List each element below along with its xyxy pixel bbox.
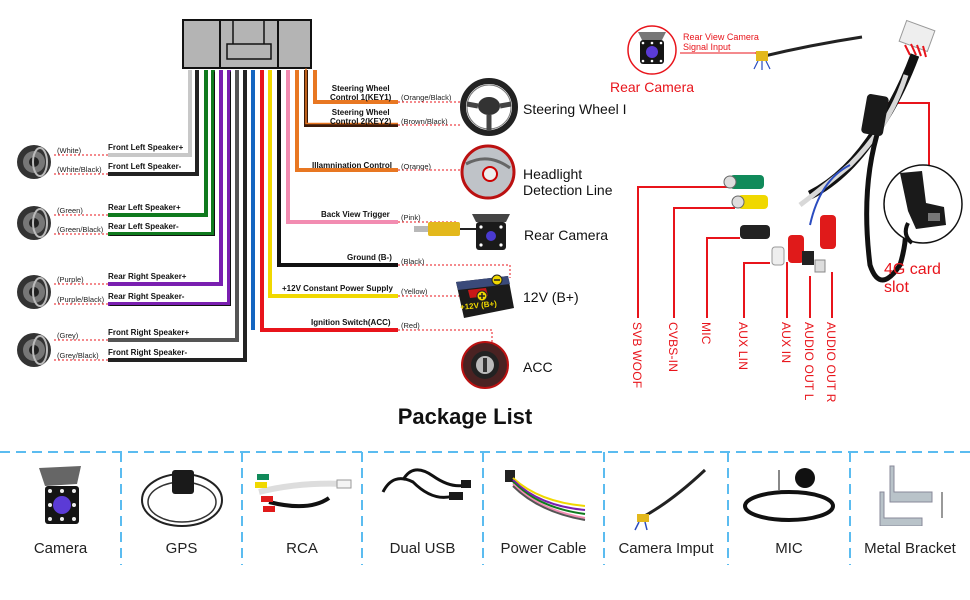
wire-label-illumination: Illamnination Control [312, 161, 392, 170]
device-label-acc: ACC [523, 359, 553, 375]
wire-label-rear-right-plus: Rear Right Speaker+ [108, 272, 187, 281]
speaker-wires [108, 70, 247, 362]
package-item-dual-usb: Dual USB [362, 452, 483, 572]
wire-label-swc1: Steering Wheel Control 1(KEY1) [330, 84, 391, 102]
camera-input-cable-icon [634, 468, 707, 531]
wire-color-ignition: (Red) [401, 321, 420, 330]
port-label-aux-lin: AUX LIN [736, 322, 750, 371]
wire-color-rear-right-minus: (Purple/Black) [57, 295, 105, 304]
wire-label-front-left-plus: Front Left Speaker+ [108, 143, 184, 152]
port-label-svb-woof: SVB WOOF [630, 322, 644, 389]
device-label-rear-camera: Rear Camera [524, 227, 609, 243]
package-item-camera-input: Camera Imput [604, 452, 728, 572]
signal-input-line1: Rear View Camera [683, 32, 759, 42]
speaker-icon [14, 203, 54, 248]
wire-label-back-view: Back View Trigger [321, 210, 390, 219]
card-slot-line1: 4G card [884, 261, 941, 278]
wire-label-ignition: Ignition Switch(ACC) [311, 318, 391, 327]
rca-signal-input-label: Rear View Camera Signal Input [683, 32, 759, 52]
wire-label-rear-left-minus: Rear Left Speaker- [108, 222, 179, 231]
wire-color-ground: (Black) [401, 257, 425, 266]
4g-card-slot-label: 4G card slot [884, 261, 941, 297]
rca-rear-camera-label: Rear Camera [610, 79, 695, 95]
port-label-audio-out-r: AUDIO OUT R [824, 322, 838, 403]
headlight-icon [460, 144, 516, 205]
package-label: Power Cable [500, 540, 587, 557]
wire-label-ground: Ground (B-) [347, 253, 392, 262]
device-label-battery: 12V (B+) [523, 289, 579, 305]
gps-antenna-icon [140, 470, 223, 527]
usb-cable-icon [381, 468, 471, 500]
package-dividers [0, 451, 970, 565]
center-wires [251, 68, 398, 332]
headlight-line1: Headlight [523, 166, 583, 182]
rca-cable-icon [255, 474, 352, 512]
rca-harness-image [723, 19, 936, 283]
wire-label-swc2: Steering Wheel Control 2(KEY2) [330, 108, 391, 126]
4g-card-slot-icon [882, 163, 964, 250]
package-item-mic: MIC [728, 452, 850, 572]
rear-camera-circle-icon [626, 24, 678, 81]
wire-label-front-right-minus: Front Right Speaker- [108, 348, 188, 357]
signal-input-line2: Signal Input [683, 42, 731, 52]
wire-color-front-left-minus: (White/Black) [57, 165, 102, 174]
wire-label-front-right-plus: Front Right Speaker+ [108, 328, 190, 337]
headlight-line2: Detection Line [523, 182, 613, 198]
wire-label-rear-right-minus: Rear Right Speaker- [108, 292, 185, 301]
ignition-key-icon [460, 340, 510, 395]
device-label-headlight: Headlight Detection Line [523, 166, 613, 198]
card-slot-line2: slot [884, 279, 909, 296]
swc2-line2: Control 2(KEY2) [330, 117, 392, 126]
wire-color-illumination: (Orange) [401, 162, 432, 171]
speaker-icon [14, 142, 54, 187]
wire-label-rear-left-plus: Rear Left Speaker+ [108, 203, 181, 212]
package-item-metal-bracket: Metal Bracket [850, 452, 970, 572]
package-item-camera: Camera [0, 452, 121, 572]
port-label-aux-in: AUX IN [779, 322, 793, 364]
wire-color-rear-left-plus: (Green) [57, 206, 83, 215]
port-label-cvbs-in: CVBS-IN [666, 322, 680, 373]
speaker-leaders [54, 154, 108, 361]
package-label: Camera [33, 540, 88, 557]
power-cable-icon [504, 470, 585, 521]
package-item-rca: RCA [242, 452, 362, 572]
package-label: GPS [165, 540, 198, 557]
wire-color-rear-left-minus: (Green/Black) [57, 225, 104, 234]
wire-color-rear-right-plus: (Purple) [57, 275, 84, 284]
wire-color-back-view: (Pink) [401, 213, 421, 222]
device-label-steering-wheel: Steering Wheel I [523, 101, 627, 117]
package-label: Camera Imput [618, 540, 714, 557]
wire-label-power: +12V Constant Power Supply [282, 284, 393, 293]
wire-color-power: (Yellow) [401, 287, 428, 296]
wire-color-front-right-minus: (Grey/Black) [57, 351, 99, 360]
steering-wheel-icon [460, 76, 518, 143]
wire-color-swc1: (Orange/Black) [401, 93, 452, 102]
package-label: Metal Bracket [864, 540, 956, 557]
rear-camera-icon [410, 210, 520, 265]
wire-color-front-right-plus: (Grey) [57, 331, 79, 340]
metal-bracket-icon [879, 465, 943, 526]
port-label-audio-out-l: AUDIO OUT L [802, 322, 816, 401]
swc1-line1: Steering Wheel [331, 84, 390, 93]
wire-color-swc2: (Brown/Black) [401, 117, 448, 126]
speaker-icon [14, 272, 54, 317]
iso-connector [182, 19, 312, 69]
package-list-title: Package List [397, 404, 533, 429]
package-label: RCA [286, 540, 318, 557]
port-label-mic: MIC [699, 322, 713, 345]
wire-label-front-left-minus: Front Left Speaker- [108, 162, 182, 171]
speaker-icon [14, 330, 54, 375]
swc2-line1: Steering Wheel [331, 108, 390, 117]
swc1-line2: Control 1(KEY1) [330, 93, 392, 102]
wire-color-front-left-plus: (White) [57, 146, 82, 155]
battery-icon [452, 268, 516, 329]
package-item-power-cable: Power Cable [483, 452, 604, 572]
package-label: Dual USB [389, 540, 456, 557]
microphone-icon [743, 468, 835, 522]
camera-icon [38, 466, 81, 524]
package-label: MIC [775, 540, 803, 557]
package-item-gps: GPS [121, 452, 242, 572]
